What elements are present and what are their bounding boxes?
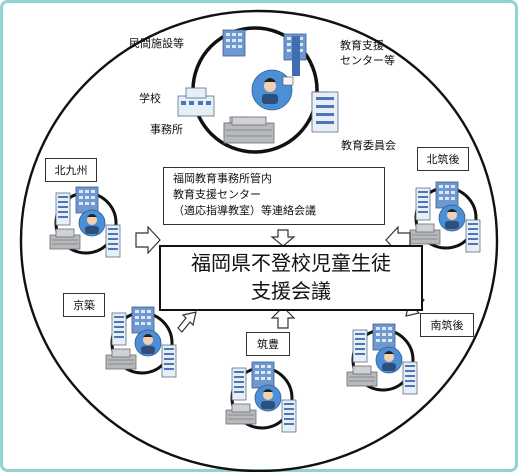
region-kitakyushu: 北九州 [45,158,97,182]
label-esc-line1: 教育支援 [340,39,384,52]
arrow-from-kitakyushu [135,225,161,255]
label-office: 事務所 [150,123,183,136]
region-chikuho: 筑豊 [246,332,290,356]
label-education-support-center: 教育支援 センター等 [340,38,395,68]
liaison-line1: 福岡教育事務所管内 [173,172,272,185]
central-council-box: 福岡県不登校児童生徒 支援会議 [159,245,423,311]
region-chikugo-north: 北筑後 [417,147,469,171]
liaison-line2: 教育支援センター [173,188,261,201]
liaison-line3: （適応指導教室）等連絡会議 [173,204,316,217]
outer-circle [19,9,499,472]
top-cluster-icons [177,29,339,144]
label-esc-line2: センター等 [340,54,395,67]
arrow-from-chikuho [270,306,296,329]
label-private-facilities: 民間施設等 [129,37,184,50]
arrow-from-keichiku [177,311,197,333]
region-chikugo-south: 南筑後 [420,313,474,337]
central-council-line1: 福岡県不登校児童生徒 [191,251,391,275]
label-board-of-education: 教育委員会 [341,139,396,152]
arrow-from-liaison [270,229,296,247]
liaison-conference-box: 福岡教育事務所管内 教育支援センター （適応指導教室）等連絡会議 [163,167,385,225]
label-school: 学校 [139,92,161,105]
central-council-line2: 支援会議 [251,279,331,303]
region-keichiku: 京築 [63,293,105,317]
